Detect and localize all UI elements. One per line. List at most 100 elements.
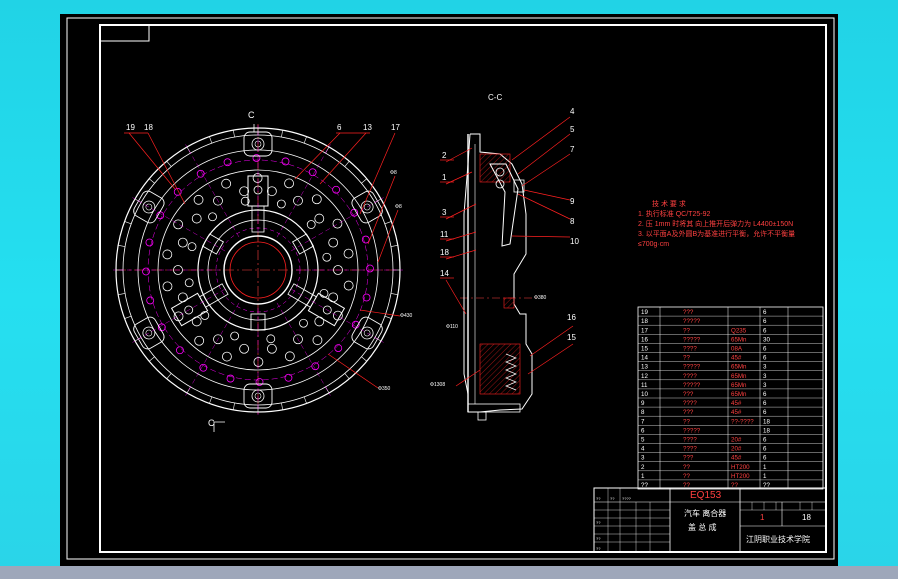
spring-hole <box>306 220 316 229</box>
spring-hole <box>293 334 303 345</box>
spring-hole <box>255 378 264 386</box>
rim-tick <box>344 161 350 167</box>
release-lever-section <box>489 163 519 247</box>
bom-qty: 18 <box>763 427 770 434</box>
bottom-flange <box>467 403 521 413</box>
spring-hole <box>333 265 343 275</box>
balloon-13: 13 <box>363 123 372 132</box>
rim-tick <box>303 136 307 144</box>
sheet-no: 1 <box>760 513 765 522</box>
clutch-front-view: C C 19 18 6 13 17 Φ8 Φ8 Φ430 Φ350 <box>113 110 413 432</box>
radial-centerline <box>276 302 331 396</box>
rim-tick <box>118 293 126 295</box>
spring-hole <box>146 296 155 305</box>
spring-hole <box>194 335 205 346</box>
bom-name: ?? <box>683 482 690 489</box>
spring-hole <box>252 154 261 162</box>
cut-mark-bottom: C <box>208 418 215 428</box>
bom-qty: 6 <box>763 309 767 316</box>
spring-hole <box>276 199 286 209</box>
bom-no: 15 <box>641 346 648 353</box>
rim-tick <box>361 356 367 362</box>
bom-no: 7 <box>641 418 645 425</box>
cut-arrow-top <box>253 124 265 133</box>
outer-border <box>66 17 835 560</box>
spring-hole <box>222 351 232 362</box>
bom-no: 11 <box>641 382 648 389</box>
bom-qty: 6 <box>763 346 767 353</box>
bom-material: 08A <box>731 346 743 353</box>
spring-hole <box>328 237 339 248</box>
bom-qty: 6 <box>763 327 767 334</box>
bom-material: ?? <box>731 482 738 489</box>
spring-hole <box>314 213 325 224</box>
drawing-canvas[interactable]: C C 19 18 6 13 17 Φ8 Φ8 Φ430 Φ350 C-C <box>60 14 838 566</box>
bom-no: 6 <box>641 427 645 434</box>
balloon-17: 17 <box>391 123 400 132</box>
spring-hole <box>221 178 232 189</box>
spring-hole <box>284 351 295 362</box>
rim-tick <box>384 315 392 319</box>
spring-hole <box>213 195 223 206</box>
spring-hole <box>284 373 293 382</box>
bom-no: 13 <box>641 364 648 371</box>
bom-name: ??? <box>683 455 694 462</box>
bom-material: 65Mn <box>731 336 747 343</box>
bom-name: ?? <box>683 327 690 334</box>
spring-hole <box>184 278 194 288</box>
bom-name: ??? <box>683 391 694 398</box>
spring-hole <box>145 238 154 247</box>
spring-hole <box>284 178 294 189</box>
rim-4 <box>157 169 359 371</box>
section-view-cc: C-C <box>430 93 579 421</box>
bom-qty: 3 <box>763 382 767 389</box>
balloon-9: 9 <box>570 197 575 206</box>
bom-qty: 6 <box>763 455 767 462</box>
spring-hole <box>173 219 184 230</box>
spring-hole <box>266 334 276 344</box>
rim-tick <box>281 130 283 138</box>
spring-hole <box>239 343 250 354</box>
balloon-14: 14 <box>440 269 449 278</box>
bom-no: 5 <box>641 437 645 444</box>
spring-hole <box>366 264 374 273</box>
tech-req-heading: 技 术 要 求 <box>652 199 686 208</box>
tb-small-3: ???? <box>622 496 632 501</box>
balloon-16: 16 <box>567 313 576 322</box>
bom-qty: 6 <box>763 400 767 407</box>
dim-phi8-a: Φ8 <box>390 170 397 176</box>
bom-no: 16 <box>641 336 648 343</box>
spring-hole <box>173 265 183 275</box>
product-code: EQ153 <box>690 490 722 501</box>
rim-tick <box>166 161 172 167</box>
cad-viewport[interactable]: C C 19 18 6 13 17 Φ8 Φ8 Φ430 Φ350 C-C <box>60 14 838 566</box>
spring-hole <box>173 187 182 196</box>
rim-tick <box>384 221 392 225</box>
balloon-leaders-front <box>124 132 401 389</box>
rim-tick <box>166 373 172 379</box>
bom-material: 45# <box>731 455 742 462</box>
bom-no: 14 <box>641 355 648 362</box>
spring-hole <box>213 334 223 345</box>
dim-phi380: Φ380 <box>534 295 547 301</box>
bom-qty: 6 <box>763 318 767 325</box>
spring-hole <box>193 194 204 205</box>
lever-pin-1 <box>495 167 505 177</box>
bottom-lug <box>477 411 487 421</box>
balloon-6: 6 <box>337 123 342 132</box>
bom-name: ?? <box>683 418 690 425</box>
tb-small-6: ?? <box>596 546 601 551</box>
balloon-8: 8 <box>570 217 575 226</box>
spring-hole <box>239 186 250 197</box>
dim-phi430: Φ430 <box>400 313 413 319</box>
bom-qty: 1 <box>763 464 767 471</box>
spring-hole <box>252 173 263 183</box>
radial-centerline <box>132 288 226 343</box>
tb-small-1: ?? <box>596 496 601 501</box>
bom-no: 3 <box>641 455 645 462</box>
spring-hole <box>299 318 308 328</box>
rim-tick <box>233 402 235 410</box>
rim-tick <box>344 373 350 379</box>
spring-hole <box>266 343 277 354</box>
bom-material: 20# <box>731 446 742 453</box>
